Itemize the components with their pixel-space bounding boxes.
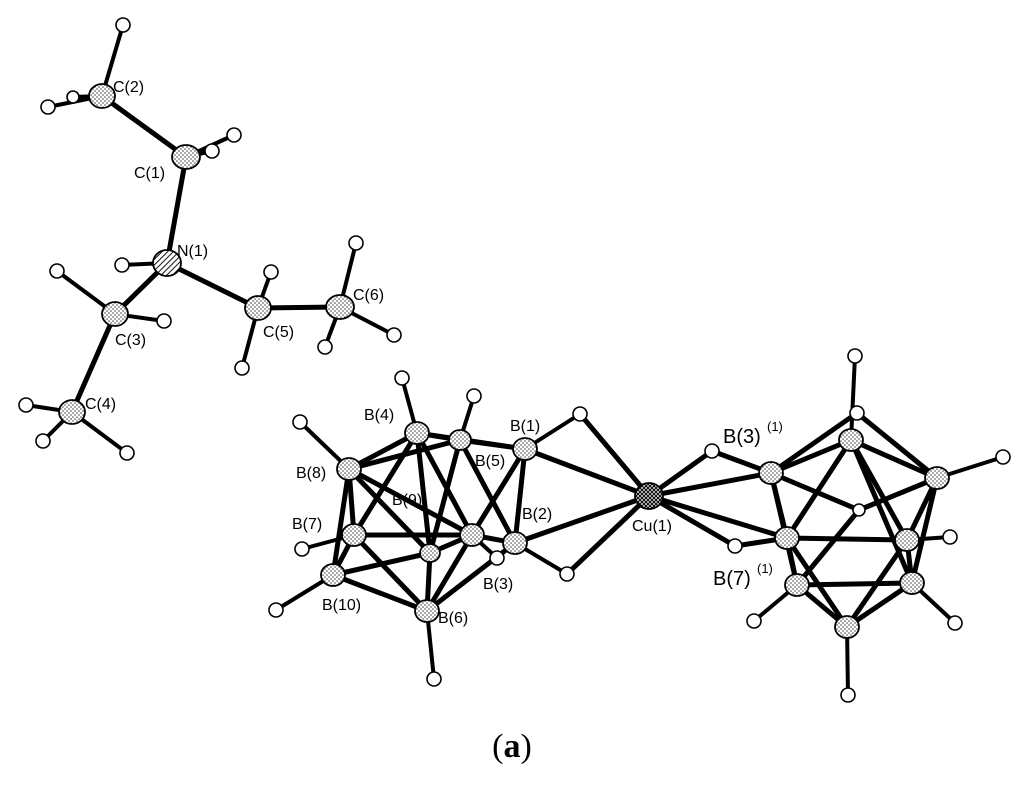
label-b3: B(3): [483, 576, 513, 593]
label-c1: C(1): [134, 165, 165, 182]
label-b2: B(2): [522, 506, 552, 523]
label-b8: B(8): [296, 465, 326, 482]
atom-b4: [404, 421, 430, 445]
atom-b7-sym: [774, 526, 800, 550]
atom-c6: [325, 294, 355, 320]
label-n1: N(1): [177, 243, 208, 260]
atom-labels: C(2) C(1) N(1) C(3) C(4) C(5) C(6) B(4) …: [85, 79, 783, 627]
atom-c2: [88, 83, 116, 109]
bond-c3-c4: [69, 311, 118, 415]
atom-b-right-mid: [894, 528, 920, 552]
label-c4: C(4): [85, 396, 116, 413]
label-b4: B(4): [364, 407, 394, 424]
label-c6: C(6): [353, 287, 384, 304]
atom-c5: [244, 295, 272, 321]
label-b3-sym: B(3): [723, 426, 761, 448]
label-b9: B(9): [392, 492, 422, 509]
atom-cu1: [634, 482, 664, 510]
label-b7-sym-sup: (1): [757, 561, 773, 576]
label-b3-sym-sup: (1): [767, 419, 783, 434]
atom-b-right-top: [838, 428, 864, 452]
atom-b-right-lowleft: [784, 573, 810, 597]
atom-b6: [414, 599, 440, 623]
label-c3: C(3): [115, 332, 146, 349]
label-cu1: Cu(1): [632, 518, 672, 535]
bond-c1-n1: [164, 154, 189, 266]
atom-b5: [448, 429, 472, 451]
bond-n1-c5: [164, 260, 261, 311]
atom-c1: [171, 144, 201, 170]
label-b7: B(7): [292, 516, 322, 533]
cu-bonds: [512, 411, 790, 577]
atom-b9: [419, 543, 441, 563]
atom-c4: [58, 399, 86, 425]
label-b7-sym: B(7): [713, 568, 751, 590]
atom-b-right-bottom: [834, 615, 860, 639]
bond-c2-c1: [99, 93, 189, 160]
label-c2: C(2): [113, 79, 144, 96]
atom-b7: [341, 523, 367, 547]
label-b6: B(6): [438, 610, 468, 627]
figure-caption: (a): [492, 728, 532, 765]
atom-b-right-lowright: [899, 571, 925, 595]
atom-c3: [101, 301, 129, 327]
atom-b1: [512, 437, 538, 461]
atom-b10: [320, 563, 346, 587]
atom-b3: [459, 523, 485, 547]
atom-b3-sym: [758, 461, 784, 485]
atom-b-right-east: [924, 466, 950, 490]
atom-b8: [336, 457, 362, 481]
heavy-atoms: [58, 83, 950, 639]
right-cage-h-bonds: [752, 354, 1005, 697]
atom-n1: [152, 249, 182, 277]
hydrogen-atoms: [18, 17, 1011, 703]
caption-letter: a: [503, 728, 521, 765]
label-b5: B(5): [475, 453, 505, 470]
label-c5: C(5): [263, 324, 294, 341]
label-b10: B(10): [322, 597, 361, 614]
atom-b2: [502, 531, 528, 555]
label-b1: B(1): [510, 418, 540, 435]
